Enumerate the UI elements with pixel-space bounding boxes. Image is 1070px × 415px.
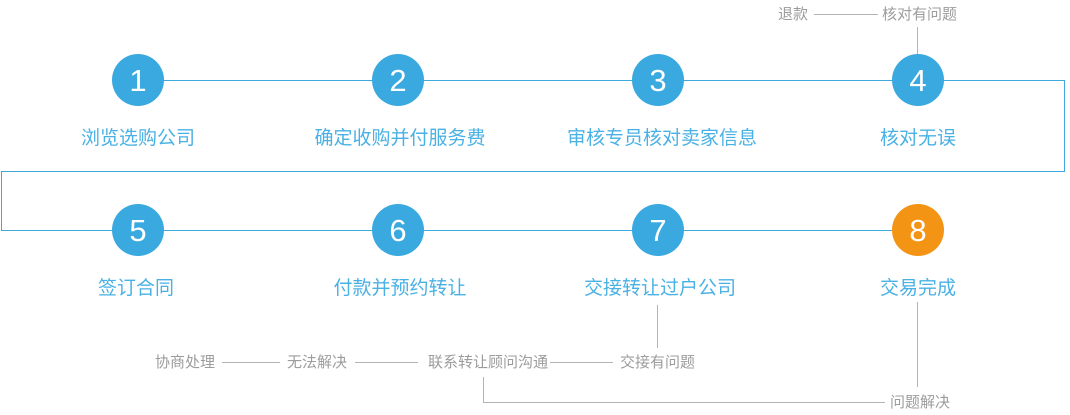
flow-line-middle-wrap <box>1 171 1065 172</box>
step-label-6: 付款并预约转让 <box>333 278 467 299</box>
negotiate-label: 协商处理 <box>155 354 216 371</box>
step-circle-2: 2 <box>372 54 424 106</box>
step-label-3: 审核专员核对卖家信息 <box>566 128 758 149</box>
step-label-8: 交易完成 <box>879 278 957 299</box>
contact-elbow-vertical-line <box>483 377 484 403</box>
step7-to-handover-problem-line <box>657 305 658 348</box>
flow-line-row2 <box>1 230 918 231</box>
problem-resolved-label: 问题解决 <box>890 394 951 411</box>
flow-line-right-wrap <box>1064 80 1065 172</box>
step-circle-7: 7 <box>632 204 684 256</box>
step-circle-6: 6 <box>372 204 424 256</box>
resolved-to-step8-line <box>917 302 918 387</box>
unresolvable-label: 无法解决 <box>287 354 348 371</box>
check-problem-to-step4-line <box>917 27 918 54</box>
handover-problem-label: 交接有问题 <box>620 354 696 371</box>
contact-to-resolved-line <box>483 402 885 403</box>
step-label-5: 签订合同 <box>97 278 175 299</box>
step-circle-1: 1 <box>112 54 164 106</box>
step-label-2: 确定收购并付服务费 <box>314 128 486 149</box>
refund-label: 退款 <box>778 6 809 23</box>
refund-connector-line <box>814 14 878 15</box>
step-label-4: 核对无误 <box>879 128 957 149</box>
step-circle-5: 5 <box>112 204 164 256</box>
step-label-1: 浏览选购公司 <box>80 128 196 149</box>
flow-line-row1 <box>150 80 1064 81</box>
contact-handover-problem-line <box>550 362 613 363</box>
contact-consultant-label: 联系转让顾问沟通 <box>428 354 549 371</box>
check-problem-label: 核对有问题 <box>882 6 958 23</box>
step-circle-8: 8 <box>892 204 944 256</box>
step-circle-3: 3 <box>632 54 684 106</box>
negotiate-unresolvable-line <box>222 362 280 363</box>
unresolvable-contact-line <box>355 362 418 363</box>
step-label-7: 交接转让过户公司 <box>583 278 737 299</box>
step-circle-4: 4 <box>892 54 944 106</box>
flow-line-left-wrap <box>1 171 2 231</box>
